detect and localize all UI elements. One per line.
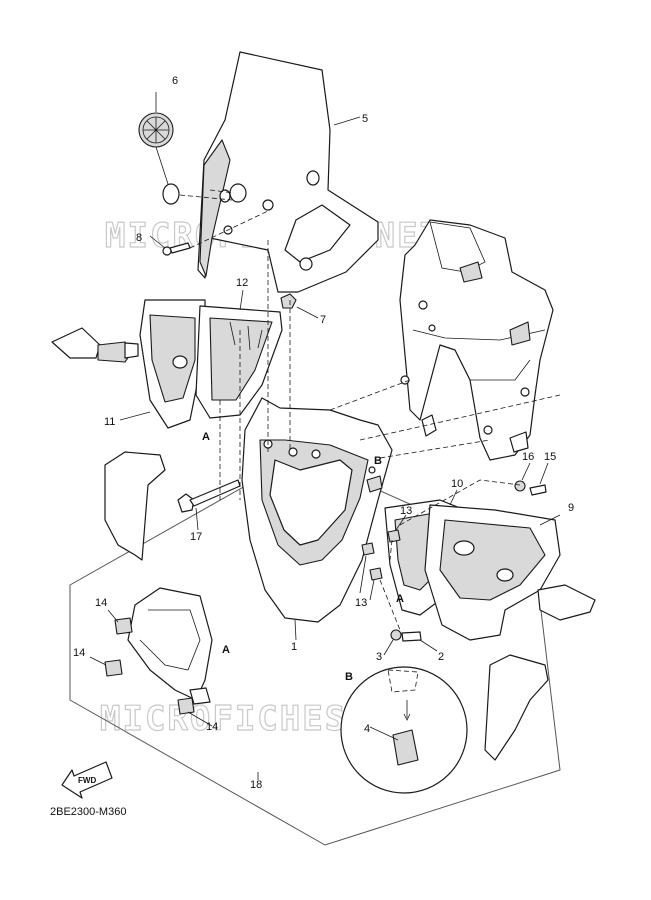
collar-3-part xyxy=(390,629,402,641)
ref-b-1: B xyxy=(374,455,382,467)
bracket-9-part xyxy=(424,504,561,641)
callout-14-c: 14 xyxy=(206,721,218,733)
left-flasher-light xyxy=(51,327,139,363)
callout-2: 2 xyxy=(438,651,444,663)
meter-bracket-frame xyxy=(399,219,554,461)
screw-15-part xyxy=(529,484,547,496)
callout-15: 15 xyxy=(544,451,556,463)
callout-4: 4 xyxy=(364,723,370,735)
callout-13-a: 13 xyxy=(400,505,412,517)
headlight-cowl-part xyxy=(241,397,393,623)
callout-14-a: 14 xyxy=(95,597,107,609)
callout-6: 6 xyxy=(172,75,178,87)
callout-14-b: 14 xyxy=(73,647,85,659)
side-panel-left-part xyxy=(104,451,166,561)
bolt-13-parts xyxy=(361,529,401,581)
callout-5: 5 xyxy=(362,113,368,125)
diagram-code: 2BE2300-M360 xyxy=(50,806,126,818)
callout-1: 1 xyxy=(291,641,297,653)
callout-10: 10 xyxy=(451,478,463,490)
side-panel-right-part xyxy=(484,654,549,761)
screw-2-part xyxy=(401,631,422,642)
callout-16: 16 xyxy=(522,451,534,463)
fwd-arrow-icon: FWD xyxy=(61,761,113,799)
nut-7-part xyxy=(280,293,297,309)
callout-13-b: 13 xyxy=(355,597,367,609)
fwd-label: FWD xyxy=(78,776,96,785)
ref-a-2: A xyxy=(396,593,404,605)
callout-8: 8 xyxy=(136,232,142,244)
flasher-stay-11-part xyxy=(139,299,206,429)
reference-letters: A B A A B xyxy=(202,431,404,683)
inner-panel-part xyxy=(104,587,213,715)
windshield-part xyxy=(197,51,379,293)
callout-12: 12 xyxy=(236,277,248,289)
assembly-guide-lines xyxy=(179,189,561,631)
emblem-part xyxy=(138,112,180,205)
ref-a-1: A xyxy=(202,431,210,443)
callout-7: 7 xyxy=(320,314,326,326)
callout-9: 9 xyxy=(568,502,574,514)
callout-17: 17 xyxy=(190,531,202,543)
detail-b-circle xyxy=(340,666,468,794)
callout-11: 11 xyxy=(104,416,115,428)
right-flasher-light xyxy=(537,584,596,621)
ref-a-3: A xyxy=(222,644,230,656)
flasher-stay-12-part xyxy=(195,305,283,419)
callout-3: 3 xyxy=(376,651,382,663)
ref-b-2: B xyxy=(345,671,353,683)
leader-lines xyxy=(89,92,561,780)
callout-18: 18 xyxy=(250,779,262,791)
bolt-17-part xyxy=(177,479,241,513)
collar-16-part xyxy=(514,480,526,492)
callout-numbers: 6 5 8 12 7 11 16 15 10 9 13 17 13 13 14 … xyxy=(73,75,574,791)
